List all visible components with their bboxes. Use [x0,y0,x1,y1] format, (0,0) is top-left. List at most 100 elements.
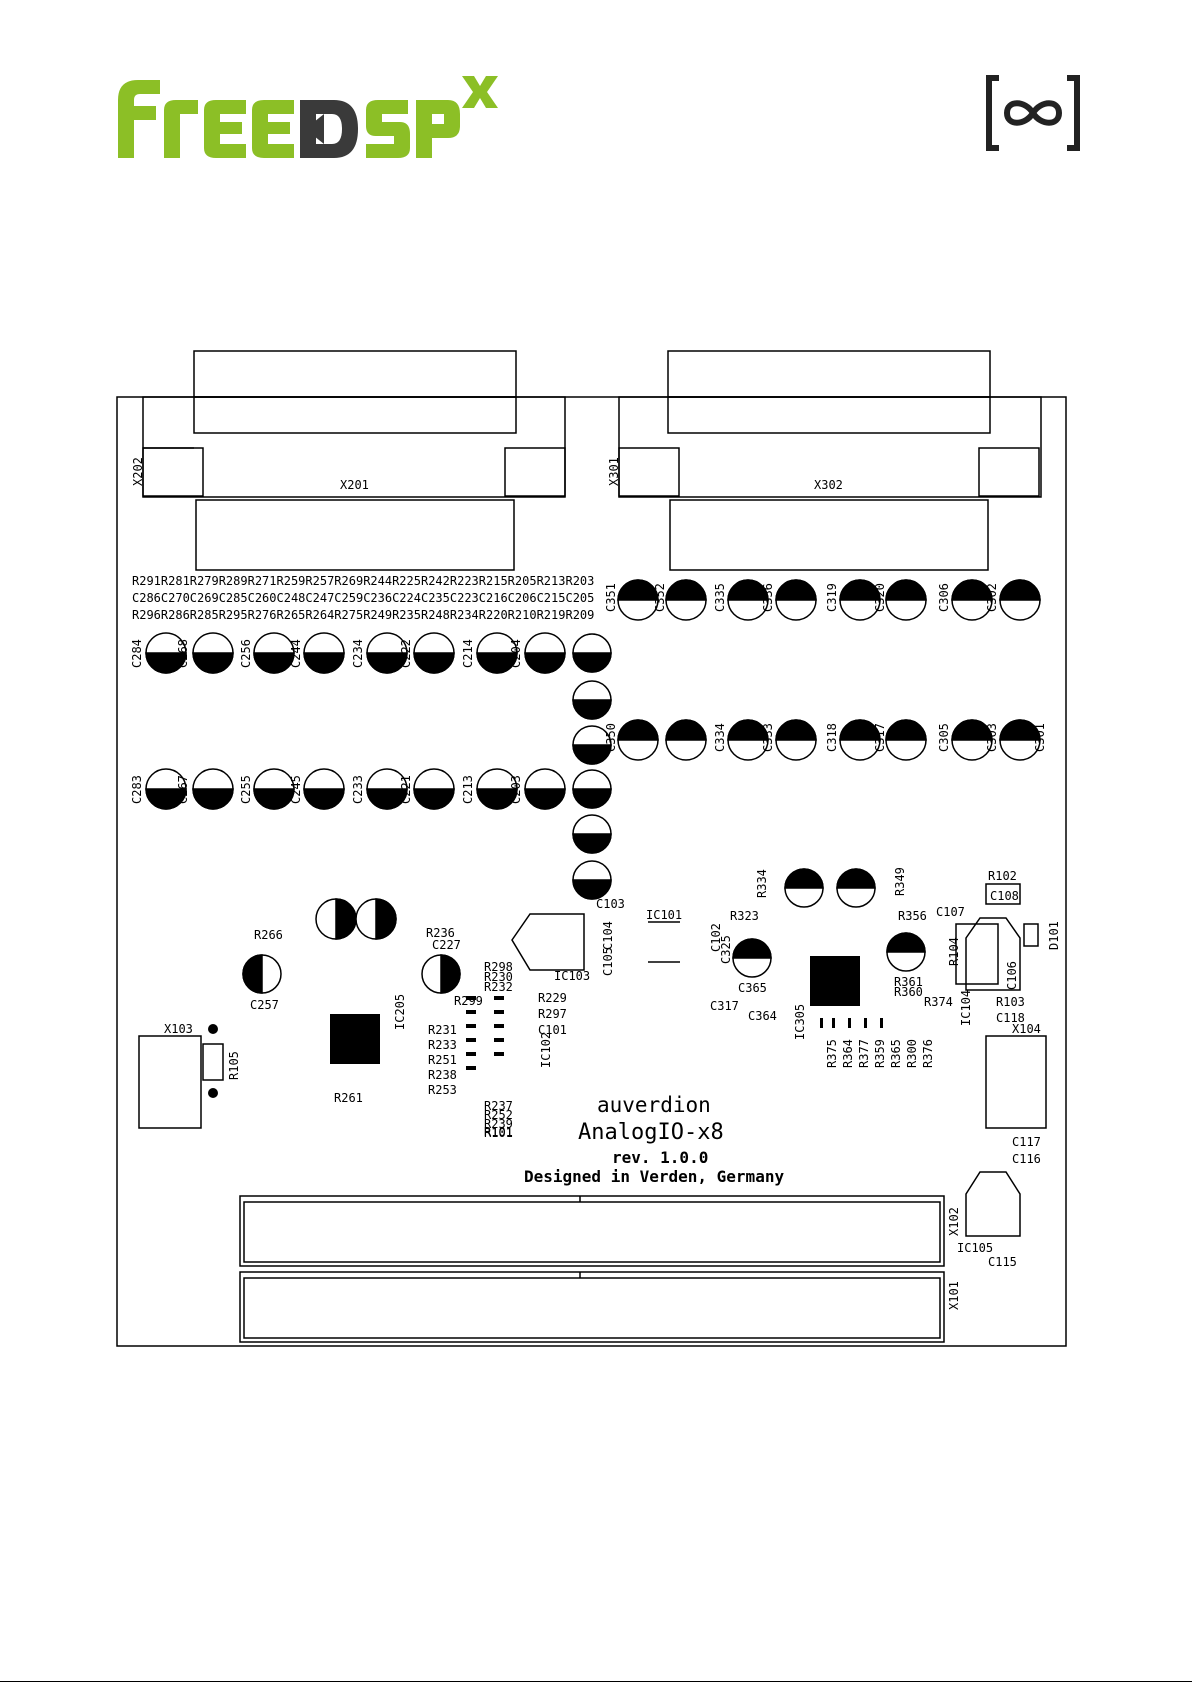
component-label: R359 [873,1039,887,1068]
cap-symbol [885,719,927,761]
cap-symbol [413,632,455,674]
ic104-label: IC104 [959,990,973,1026]
component-label: C333 [761,723,775,752]
component-label: R101 [484,1126,513,1140]
ic105-label: IC105 [957,1241,993,1255]
c104-label: C104 [601,921,615,950]
cap-symbol [999,719,1041,761]
component-label: C317 [873,723,887,752]
x102-label: X102 [947,1207,961,1236]
c364-label: C364 [748,1009,777,1023]
cap-symbol [355,898,397,940]
page-bottom-rule [0,1681,1192,1682]
cap-symbol [524,632,566,674]
c102-label: C102 [709,923,723,952]
component-label: R232 [484,980,513,994]
component-label: C283 [130,775,144,804]
component-label: C306 [937,583,951,612]
component-label: C320 [873,583,887,612]
cap-symbol [192,768,234,810]
c105-label: C105 [601,947,615,976]
c115-label: C115 [988,1255,1017,1269]
r356-label: R356 [898,909,927,923]
cap-symbol [524,768,566,810]
cap-symbol [839,719,881,761]
board-origin: Designed in Verden, Germany [524,1167,784,1186]
component-label: R376 [921,1039,935,1068]
component-label: C336 [761,583,775,612]
cap-symbol [775,579,817,621]
r349-label: R349 [893,867,907,896]
cap-symbol [951,579,993,621]
component-label: C244 [289,639,303,668]
cap-symbol [476,632,518,674]
cap-symbol [617,579,659,621]
ic305-label: IC305 [793,1004,807,1040]
component-label: C352 [653,583,667,612]
ic205-chip [330,1014,380,1064]
cap-symbol [775,719,817,761]
ic205-label: IC205 [393,994,407,1030]
cap-symbol [192,632,234,674]
cap-symbol [999,579,1041,621]
component-label: C350 [604,723,618,752]
component-label: C334 [713,723,727,752]
cap-symbol [885,579,927,621]
component-label: C319 [825,583,839,612]
infinity-logo-icon [986,75,1080,151]
c107-label: C107 [936,905,965,919]
component-label: C221 [399,775,413,804]
cap-symbol [572,680,612,720]
r101-label: R101 [484,1125,513,1139]
component-label: C213 [461,775,475,804]
cap-symbol [145,768,187,810]
ic102-label: IC102 [539,1032,553,1068]
component-label: R239 [484,1117,513,1131]
r261-label: R261 [334,1091,363,1105]
component-label: C284 [130,639,144,668]
component-label: C303 [985,723,999,752]
cap-symbol [145,632,187,674]
ic101-label: IC101 [646,908,682,922]
cap-symbol [572,633,612,673]
component-label: R253 [428,1083,457,1097]
component-label: C245 [289,775,303,804]
r334-label: R334 [755,869,769,898]
x101-label: X101 [947,1281,961,1310]
cap-symbol [886,932,926,972]
component-label: C335 [713,583,727,612]
r229-label: R229 [538,991,567,1005]
x201-label: X201 [340,478,369,492]
component-label: C351 [604,583,618,612]
c116-label: C116 [1012,1152,1041,1166]
component-label: C204 [509,639,523,668]
component-label: C234 [351,639,365,668]
r105-label: R105 [227,1051,241,1080]
component-label: R300 [905,1039,919,1068]
r266-label: R266 [254,928,283,942]
cap-symbol [732,938,772,978]
header-row-1: R291R281R279R289R271R259R257R269R244R225… [132,574,594,588]
r102-label: R102 [988,869,1017,883]
c117-label: C117 [1012,1135,1041,1149]
cap-symbol [727,719,769,761]
c325-label: C325 [719,935,733,964]
cap-symbol [572,725,612,765]
c317-label: C317 [710,999,739,1013]
c106-label: C106 [1005,961,1019,990]
x103-label: X103 [164,1022,193,1036]
r104-label: R104 [947,937,961,966]
component-label: R251 [428,1053,457,1067]
ic305-chip [810,956,860,1006]
c227-label: C227 [432,938,461,952]
ic103-label: IC103 [554,969,590,983]
component-label: R364 [841,1039,855,1068]
cap-symbol [784,868,824,908]
r103-label: R103 [996,995,1025,1009]
component-label: R365 [889,1039,903,1068]
cap-symbol [951,719,993,761]
r236-label: R236 [426,926,455,940]
component-label: C214 [461,639,475,668]
component-label: C233 [351,775,365,804]
